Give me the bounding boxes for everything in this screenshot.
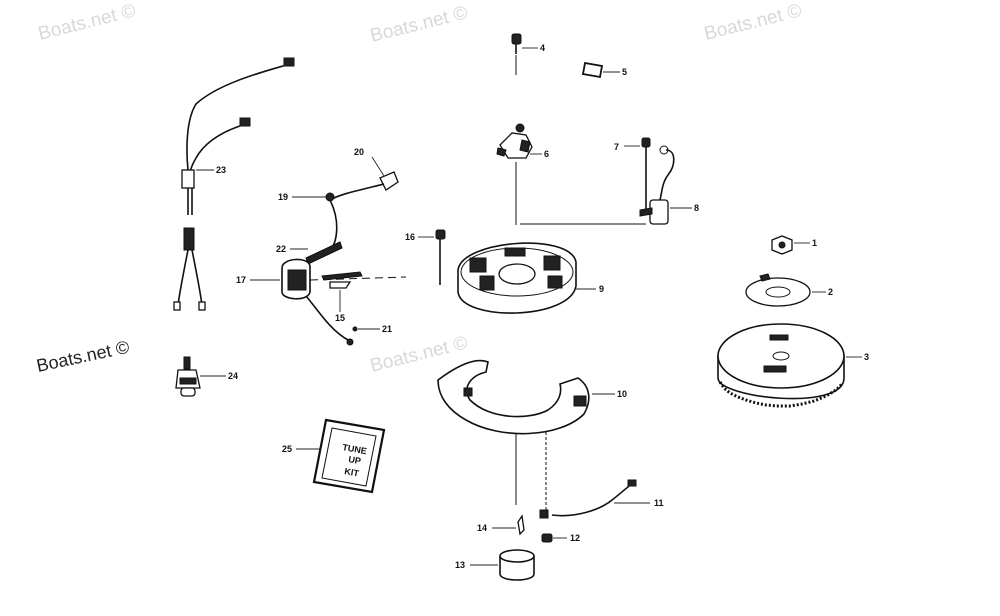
- tune-up-kit-label-line: KIT: [344, 466, 361, 478]
- callout-label: 7: [614, 142, 619, 152]
- part-tune-up-kit-25[interactable]: TUNE UP KIT: [312, 418, 386, 494]
- part-clamp-19[interactable]: [325, 192, 338, 253]
- callout-label: 21: [382, 324, 392, 334]
- part-armature-plate-10[interactable]: [437, 359, 590, 435]
- callout-label: 11: [654, 498, 664, 508]
- callout-label: 24: [228, 371, 238, 381]
- part-condenser-8[interactable]: [639, 145, 675, 225]
- watermark-text: Boats.net ©: [368, 2, 470, 46]
- callout-label: 6: [544, 149, 549, 159]
- part-stator-plate-9[interactable]: [457, 242, 577, 314]
- callout-label: 4: [540, 43, 545, 53]
- callout-label: 9: [599, 284, 604, 294]
- part-screw-16[interactable]: [435, 229, 446, 285]
- part-wire-20[interactable]: [329, 171, 399, 201]
- tune-up-kit-label-line: TUNE: [342, 442, 368, 456]
- part-screw-7[interactable]: [641, 137, 651, 215]
- callout-label: 10: [617, 389, 627, 399]
- part-spark-plug-boot-24[interactable]: [175, 356, 201, 397]
- leader-line: [371, 156, 385, 177]
- watermark-text: Boats.net ©: [702, 0, 804, 44]
- tune-up-kit-label-line: UP: [348, 454, 362, 466]
- part-screw-12[interactable]: [539, 509, 553, 543]
- callout-label: 3: [864, 352, 869, 362]
- part-clip-15[interactable]: [321, 271, 363, 289]
- callout-label: 22: [276, 244, 286, 254]
- part-breaker-point-6[interactable]: [496, 123, 533, 159]
- callout-label: 14: [477, 523, 487, 533]
- part-ground-wire-11[interactable]: [551, 479, 637, 517]
- callout-label: 5: [622, 67, 627, 77]
- part-coil-17[interactable]: [281, 258, 407, 346]
- callout-label: 12: [570, 533, 580, 543]
- callout-label: 19: [278, 192, 288, 202]
- part-nut-1[interactable]: [771, 235, 793, 255]
- part-screw-4[interactable]: [511, 33, 522, 54]
- callout-label: 17: [236, 275, 246, 285]
- part-sleeve-22[interactable]: [305, 241, 343, 265]
- callout-label: 16: [405, 232, 415, 242]
- callout-label: 8: [694, 203, 699, 213]
- watermark-text: Boats.net ©: [36, 0, 138, 44]
- callout-label: 13: [455, 560, 465, 570]
- part-wire-harness-23[interactable]: [173, 57, 295, 311]
- callout-label: 2: [828, 287, 833, 297]
- part-flywheel-3[interactable]: [717, 323, 845, 408]
- brand-watermark: Boats.net ©: [35, 337, 131, 376]
- part-pad-5[interactable]: [581, 61, 604, 79]
- part-sleeve-13[interactable]: [499, 549, 535, 581]
- callout-label: 23: [216, 165, 226, 175]
- callout-label: 1: [812, 238, 817, 248]
- callout-label: 25: [282, 444, 292, 454]
- callout-label: 15: [335, 313, 345, 323]
- part-screw-21[interactable]: [352, 326, 358, 332]
- callout-label: 20: [354, 147, 364, 157]
- part-key-14[interactable]: [517, 514, 525, 536]
- part-retainer-2[interactable]: [745, 273, 811, 307]
